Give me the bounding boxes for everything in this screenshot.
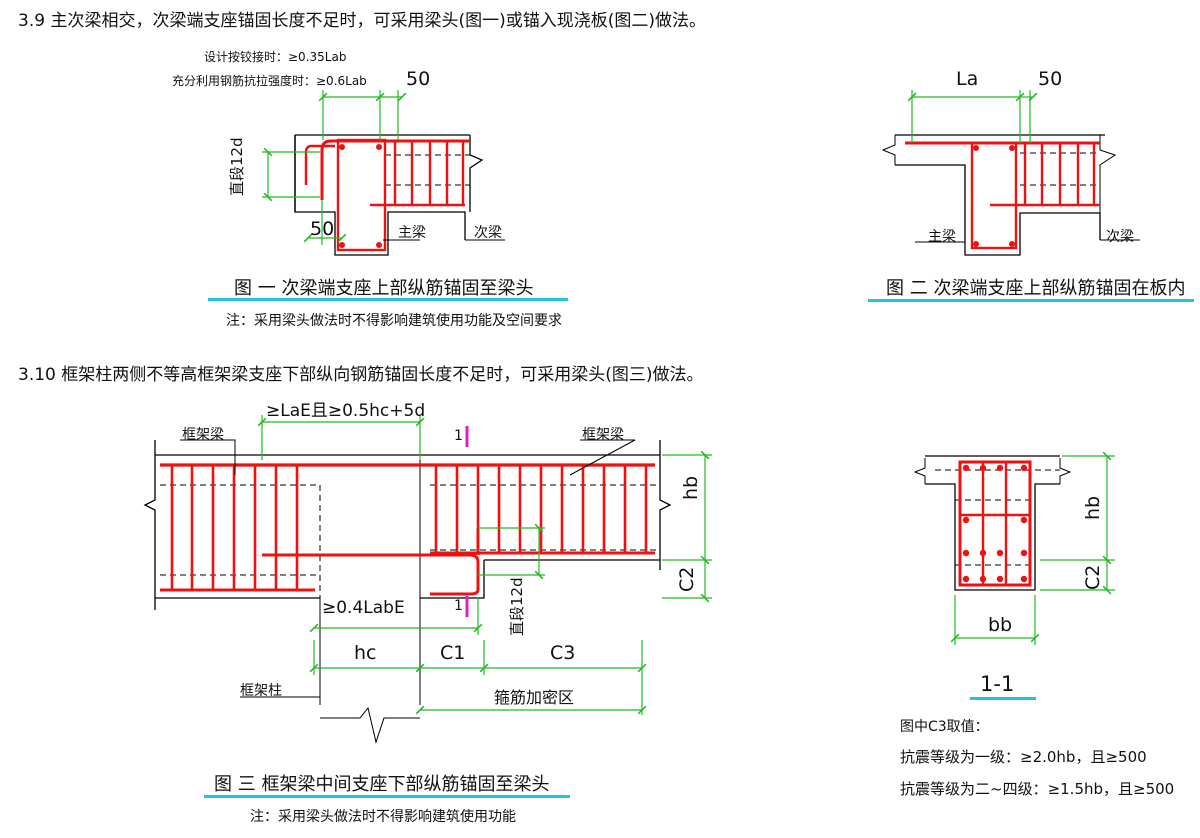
heading-3-10: 3.10 框架柱两侧不等高框架梁支座下部纵向钢筋锚固长度不足时，可采用梁头(图三…	[18, 365, 704, 385]
fig2-dim-50: 50	[1038, 68, 1063, 90]
fig2-main-beam: 主梁	[928, 229, 956, 245]
fig3-drawing	[143, 415, 712, 744]
c3-line2: 抗震等级为二~四级：≥1.5hb，且≥500	[900, 780, 1175, 798]
fig1-dim-50-top: 50	[406, 68, 431, 90]
fig3-hc: hc	[354, 642, 377, 664]
fig3-note: 注：采用梁头做法时不得影响建筑使用功能	[250, 809, 516, 825]
fig3-dim-top: ≥LaE且≥0.5hc+5d	[266, 401, 426, 421]
fig1-dim-full: 充分利用钢筋抗拉强度时：≥0.6Lab	[172, 74, 367, 88]
section11-title: 1-1	[980, 672, 1015, 696]
section11-drawing	[913, 451, 1115, 645]
section11-bb: bb	[988, 614, 1013, 636]
fig3-c2: C2	[676, 566, 698, 592]
fig2-sec-beam: 次梁	[1106, 229, 1134, 245]
heading-3-9: 3.9 主次梁相交，次梁端支座锚固长度不足时，可采用梁头(图一)或锚入现浇板(图…	[18, 11, 706, 31]
fig1-note: 注：采用梁头做法时不得影响建筑使用功能及空间要求	[226, 313, 562, 329]
fig3-frame-beam-right: 框架梁	[582, 427, 624, 443]
fig1-main-beam: 主梁	[398, 225, 426, 241]
fig3-frame-beam-left: 框架梁	[182, 427, 224, 443]
fig1-vert-label: 直段12d	[228, 137, 246, 196]
fig1-drawing	[262, 90, 505, 256]
fig3-hb: hb	[680, 475, 702, 500]
fig1-dim-hinged: 设计按铰接时：≥0.35Lab	[204, 50, 347, 64]
fig1-dim-50-bottom: 50	[310, 218, 335, 240]
fig3-section-mark-top: 1	[454, 428, 463, 444]
section11-c2: C2	[1082, 564, 1104, 590]
fig1-sec-beam: 次梁	[474, 225, 502, 241]
fig3-c3: C3	[550, 642, 576, 664]
fig2-caption: 图 二 次梁端支座上部纵筋锚固在板内	[886, 278, 1186, 299]
fig3-caption: 图 三 框架梁中间支座下部纵筋锚固至梁头	[214, 774, 550, 795]
fig3-dim-04: ≥0.4LabE	[322, 598, 405, 618]
fig2-dim-la: La	[956, 68, 979, 90]
c3-title: 图中C3取值：	[900, 719, 989, 735]
section11-hb: hb	[1082, 495, 1104, 520]
fig1-caption-underline	[208, 298, 568, 301]
fig1-caption: 图 一 次梁端支座上部纵筋锚固至梁头	[234, 278, 534, 299]
section11-title-underline	[970, 697, 1036, 700]
fig3-vert-label: 直段12d	[508, 577, 526, 636]
fig3-caption-underline	[204, 795, 570, 798]
fig3-section-mark-bottom: 1	[454, 598, 463, 614]
fig2-caption-underline	[868, 299, 1194, 302]
fig3-dense-zone: 箍筋加密区	[494, 688, 575, 707]
c3-line1: 抗震等级为一级：≥2.0hb，且≥500	[900, 748, 1147, 766]
fig3-column: 框架柱	[240, 683, 282, 699]
fig2-drawing	[881, 90, 1140, 256]
fig3-c1: C1	[440, 642, 466, 664]
